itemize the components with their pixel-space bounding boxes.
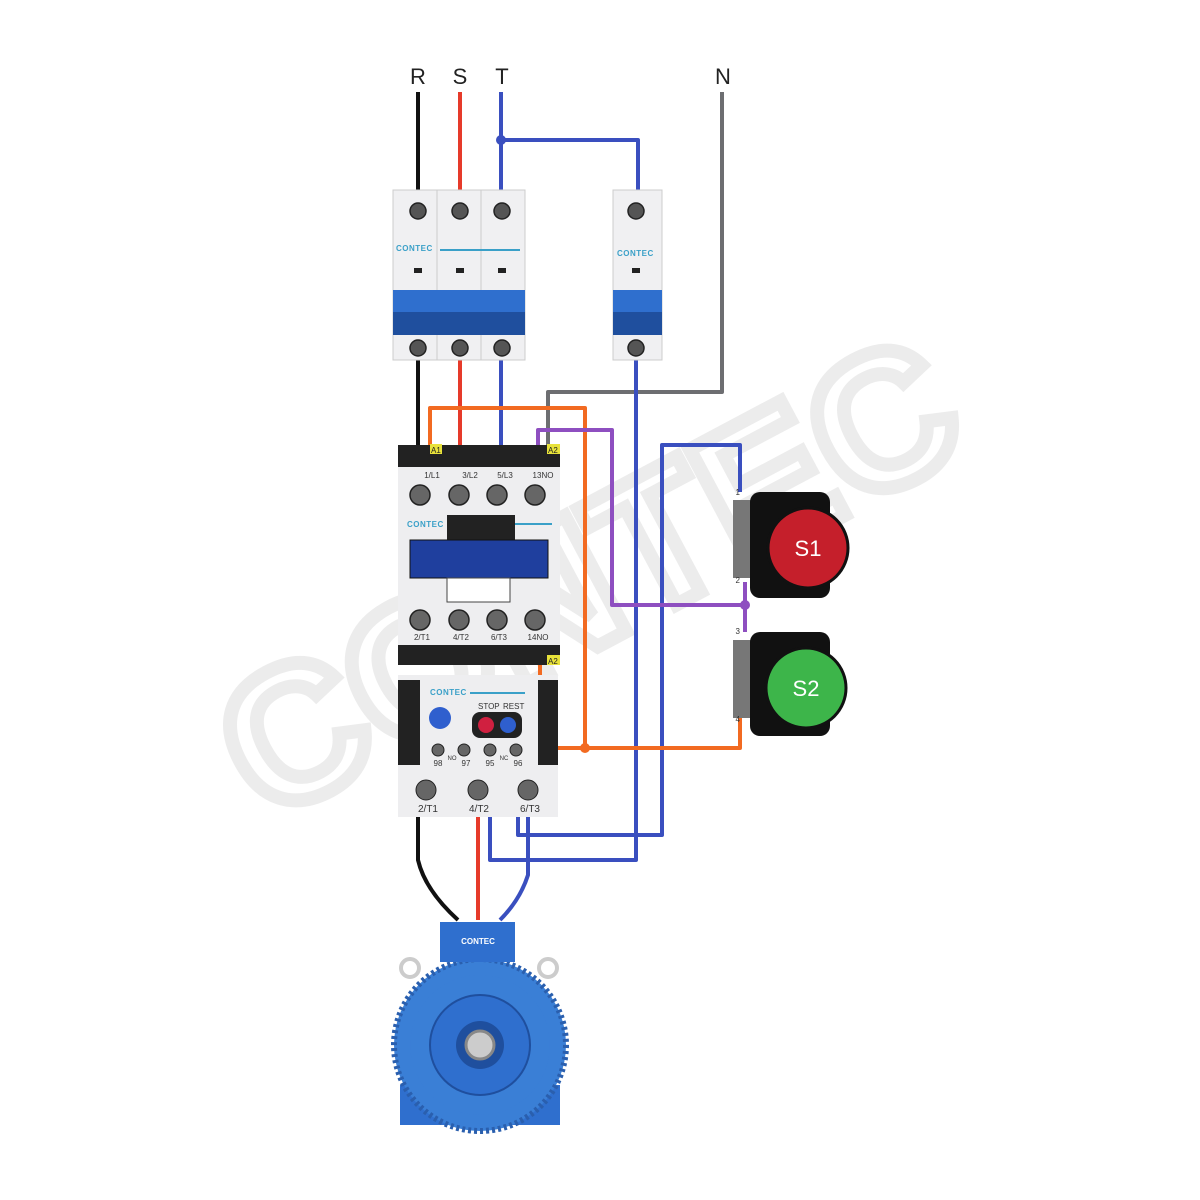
junction bbox=[740, 600, 750, 610]
neutral-label: N bbox=[715, 64, 731, 89]
label: A1 bbox=[431, 446, 441, 455]
s1-push-button[interactable]: S1 1 2 bbox=[733, 488, 850, 598]
label: A2 bbox=[548, 657, 558, 666]
label: 98 bbox=[434, 759, 443, 768]
label: 1 bbox=[736, 488, 741, 497]
label: 4/T2 bbox=[453, 633, 470, 642]
label: 14NO bbox=[528, 633, 549, 642]
label: NC bbox=[500, 756, 509, 762]
single-pole-breaker: CONTEC bbox=[612, 189, 663, 361]
label: 3 bbox=[736, 627, 741, 636]
wire-t-branch bbox=[501, 138, 640, 195]
three-pole-breaker: CONTEC bbox=[392, 189, 526, 361]
label: S2 bbox=[793, 676, 820, 701]
watermark: CONTEC bbox=[177, 289, 999, 867]
label: A2 bbox=[548, 446, 558, 455]
reset-button[interactable] bbox=[500, 717, 516, 733]
label: 3/L2 bbox=[462, 471, 478, 480]
label: CONTEC bbox=[461, 937, 495, 946]
label: CONTEC bbox=[407, 520, 444, 529]
phase-s-label: S bbox=[453, 64, 468, 89]
label: REST bbox=[503, 702, 524, 711]
label: CONTEC bbox=[430, 688, 467, 697]
label: S1 bbox=[795, 536, 822, 561]
label: 13NO bbox=[533, 471, 554, 480]
contactor: 1/L1 3/L2 5/L3 13NO 2/T1 4/T2 6/T3 14NO … bbox=[398, 444, 560, 666]
label: CONTEC bbox=[184, 296, 992, 860]
label: 1/L1 bbox=[424, 471, 440, 480]
s2-push-button[interactable]: S2 3 4 bbox=[733, 627, 848, 736]
stop-button[interactable] bbox=[478, 717, 494, 733]
label: CONTEC bbox=[617, 249, 654, 258]
current-adjust-dial bbox=[429, 707, 451, 729]
label: 2 bbox=[736, 576, 741, 585]
junction bbox=[496, 135, 506, 145]
phase-r-label: R bbox=[410, 64, 426, 89]
label: STOP bbox=[478, 702, 500, 711]
junction bbox=[580, 743, 590, 753]
overload-relay: CONTEC STOP REST 98 97 95 96 NO NC 2/T1 … bbox=[398, 675, 558, 817]
label: 6/T3 bbox=[491, 633, 508, 642]
wire-a1-control bbox=[428, 406, 587, 748]
label: 2/T1 bbox=[418, 804, 438, 815]
label: 4 bbox=[736, 715, 741, 724]
label: 96 bbox=[514, 759, 523, 768]
label: CONTEC bbox=[396, 244, 433, 253]
wire-s1-to-96 bbox=[516, 443, 742, 837]
label: 6/T3 bbox=[520, 804, 540, 815]
label: NO bbox=[448, 756, 457, 762]
label: 97 bbox=[462, 759, 471, 768]
motor: CONTEC bbox=[391, 922, 569, 1134]
phase-t-label: T bbox=[495, 64, 508, 89]
label: 95 bbox=[486, 759, 495, 768]
label: 4/T2 bbox=[469, 804, 489, 815]
label: 2/T1 bbox=[414, 633, 431, 642]
label: 5/L3 bbox=[497, 471, 513, 480]
